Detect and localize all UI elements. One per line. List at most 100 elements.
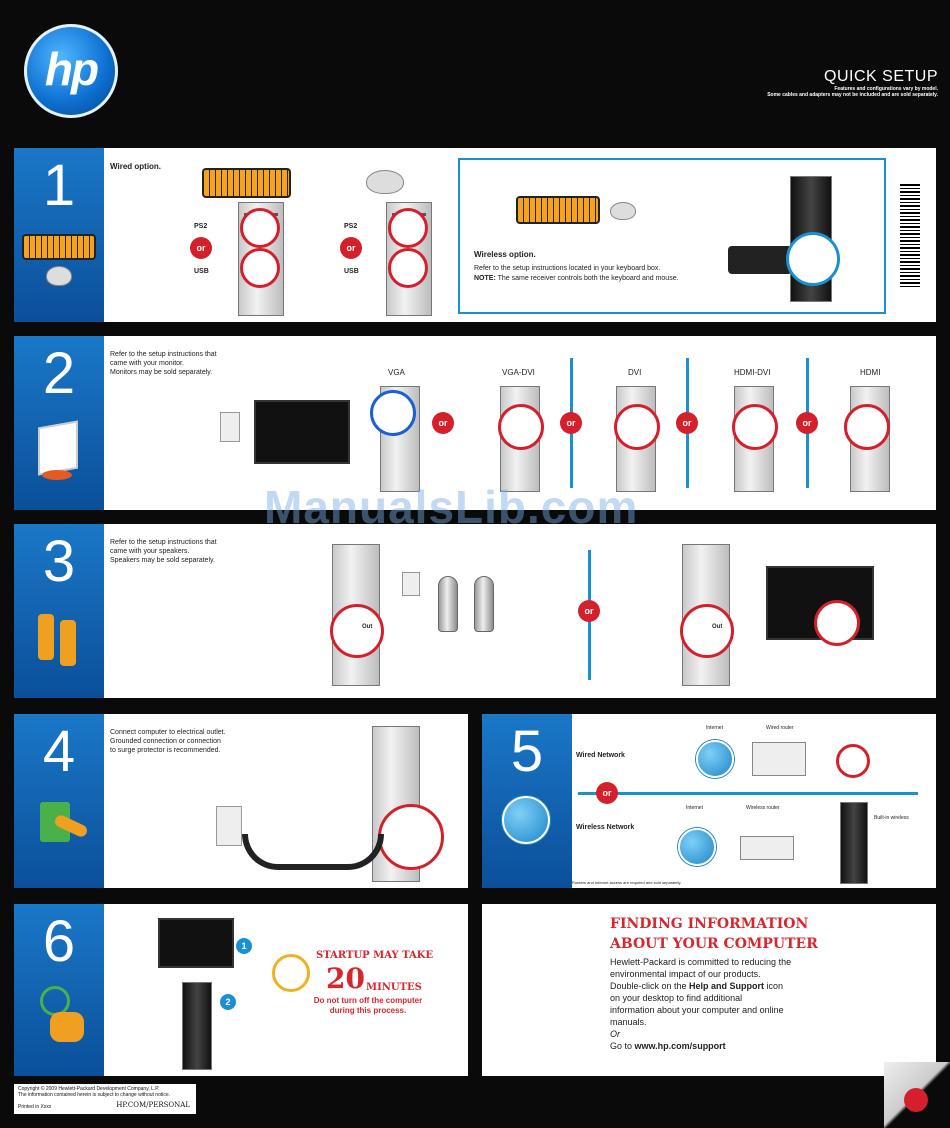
or-badge: or xyxy=(578,600,600,622)
tower-image xyxy=(840,802,868,884)
usb-port-callout xyxy=(240,248,280,288)
hp-logo: hp xyxy=(24,24,118,118)
speaker-icon xyxy=(38,614,54,660)
usb-receiver-image xyxy=(728,246,792,274)
copyright: Copyright © 2009 Hewlett-Packard Develop… xyxy=(18,1086,160,1092)
footer-box: Copyright © 2009 Hewlett-Packard Develop… xyxy=(14,1084,196,1114)
usb-port-callout xyxy=(786,232,840,286)
wireless-option-title: Wireless option. xyxy=(474,250,536,259)
connector-label-vga-dvi: VGA-DVI xyxy=(502,368,535,377)
step-number: 5 xyxy=(510,719,544,784)
connector-label-dvi: DVI xyxy=(628,368,642,377)
header-note: Features and configurations vary by mode… xyxy=(767,86,938,98)
info-body: Hewlett-Packard is committed to reducing… xyxy=(610,957,792,1051)
dvi-port-callout xyxy=(498,404,544,450)
wired-option-title: Wired option. xyxy=(110,162,162,171)
monitor-icon xyxy=(38,420,78,476)
wireless-mouse-image xyxy=(610,202,636,220)
usb-label: USB xyxy=(344,268,359,275)
ps2-label: PS2 xyxy=(344,223,358,230)
minutes-label: MINUTES xyxy=(366,982,422,993)
step5-panel: 5 Wired Network Wireless Network Interne… xyxy=(482,714,936,888)
footer-url: HP.COM/PERSONAL xyxy=(116,1101,190,1109)
power-outlet-image xyxy=(216,806,242,846)
mouse-icon xyxy=(46,266,72,286)
wireless-instructions: Refer to the setup instructions located … xyxy=(474,265,661,272)
step6-panel: 6 1 2 STARTUP MAY TAKE 20 MINUTES Do not… xyxy=(14,904,468,1076)
ps2-label: PS2 xyxy=(194,223,208,230)
audio-out-label: Out xyxy=(362,624,373,630)
wired-network-label: Wired Network xyxy=(576,752,625,759)
wireless-router-label: Wireless router xyxy=(746,805,780,811)
vga-port-callout xyxy=(370,390,416,436)
wireless-option-box: Wireless option. Refer to the setup inst… xyxy=(458,158,886,314)
step-number: 6 xyxy=(42,909,76,974)
step-badge-1: 1 xyxy=(236,938,252,954)
audio-out-callout xyxy=(680,604,734,658)
dvi-port-callout xyxy=(732,404,778,450)
minutes-number: 20 xyxy=(326,962,365,995)
step6-sidebar: 6 xyxy=(14,904,104,1076)
or-badge: or xyxy=(596,782,618,804)
wired-router-image xyxy=(752,742,806,776)
printed-in: Printed in Xxxx xyxy=(18,1104,52,1110)
divider-line xyxy=(578,792,918,795)
info-title: FINDING INFORMATION ABOUT YOUR COMPUTER xyxy=(610,916,818,952)
support-link[interactable]: www.hp.com/support xyxy=(634,1041,726,1051)
speaker-icon xyxy=(60,620,76,666)
builtin-wireless-label: Built-in wireless xyxy=(874,815,909,821)
step-number: 4 xyxy=(42,719,76,784)
audio-out-callout xyxy=(330,604,384,658)
speaker-image xyxy=(474,576,494,632)
watermark: ManualsLib.com xyxy=(264,481,639,533)
step-number: 1 xyxy=(42,153,76,218)
or-badge: or xyxy=(432,412,454,434)
step2-sidebar: 2 xyxy=(14,336,104,510)
usb-port-callout xyxy=(388,248,428,288)
notice: The information contained herein is subj… xyxy=(18,1092,171,1098)
step3-panel: 3 Refer to the setup instructions that c… xyxy=(14,524,936,698)
internet-label: Internet xyxy=(686,805,703,811)
usb-label: USB xyxy=(194,268,209,275)
power-instructions: Connect computer to electrical outlet. G… xyxy=(110,729,226,754)
keyboard-image xyxy=(202,168,291,198)
startup-time-label: STARTUP MAY TAKE xyxy=(316,950,434,961)
power-cable-image xyxy=(242,834,384,870)
ethernet-port-callout xyxy=(836,744,870,778)
wireless-router-image xyxy=(740,836,794,860)
ps2-port-callout xyxy=(240,208,280,248)
connector-label-hdmi: HDMI xyxy=(860,368,881,377)
keyboard-icon xyxy=(22,234,96,260)
quick-setup-title: QUICK SETUP xyxy=(824,68,938,85)
ps2-port-callout xyxy=(388,208,428,248)
step-badge-2: 2 xyxy=(220,994,236,1010)
base-icon xyxy=(42,470,72,480)
step5-sidebar: 5 xyxy=(482,714,572,888)
or-badge: or xyxy=(190,237,212,259)
wired-router-label: Wired router xyxy=(766,725,794,731)
power-outlet-image xyxy=(402,572,420,596)
connector-label-hdmi-dvi: HDMI-DVI xyxy=(734,368,771,377)
step4-sidebar: 4 xyxy=(14,714,104,888)
step3-sidebar: 3 xyxy=(14,524,104,698)
monitor-instructions: Refer to the setup instructions that cam… xyxy=(110,351,217,376)
barcode xyxy=(900,184,920,288)
hdmi-port-callout xyxy=(844,404,890,450)
monitor-image xyxy=(254,400,350,464)
step-number: 2 xyxy=(42,341,76,406)
tower-image xyxy=(182,982,212,1070)
connector-label-vga: VGA xyxy=(388,368,405,377)
or-badge: or xyxy=(340,237,362,259)
internet-globe-icon xyxy=(678,828,716,866)
step2-panel: 2 Refer to the setup instructions that c… xyxy=(14,336,936,510)
step1-sidebar: 1 xyxy=(14,148,104,322)
power-outlet-image xyxy=(220,412,240,442)
finger-icon xyxy=(50,1012,84,1042)
or-badge: or xyxy=(796,412,818,434)
audio-out-label: Out xyxy=(712,624,723,630)
wireless-network-label: Wireless Network xyxy=(576,824,635,831)
speaker-instructions: Refer to the setup instructions that cam… xyxy=(110,539,217,564)
warning-text: Do not turn off the computer during this… xyxy=(313,996,423,1015)
internet-label: Internet xyxy=(706,725,723,731)
dvi-port-callout xyxy=(614,404,660,450)
